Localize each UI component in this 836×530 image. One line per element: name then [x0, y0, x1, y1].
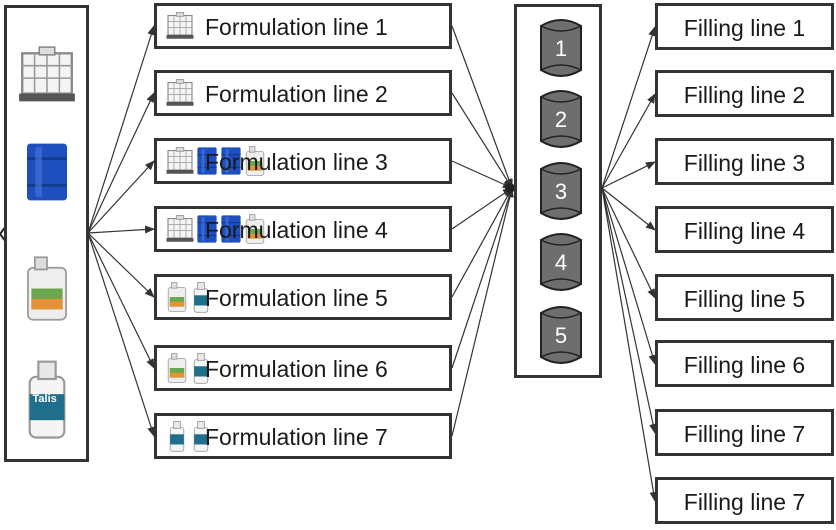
jerrycan-icon [21, 241, 73, 341]
tank-to-filling-arrow [601, 93, 656, 189]
formulation-line-5[interactable]: Formulation line 5 [154, 274, 452, 320]
tank-to-filling-arrow [601, 187, 658, 502]
storage-tank-3: 3 [540, 162, 582, 220]
tank-to-filling-arrow [601, 161, 656, 189]
blue-drum-icon [22, 131, 72, 218]
storage-tank-panel: 1 2 3 4 5 [514, 4, 602, 378]
formulation-line-4[interactable]: Formulation line 4 [154, 206, 452, 252]
source-to-formulation-arrow [87, 25, 156, 234]
formulation-line-2[interactable]: Formulation line 2 [154, 70, 452, 116]
source-to-formulation-arrow [87, 232, 156, 437]
formulation-to-tank-arrow [451, 92, 513, 189]
formulation-line-icons [165, 280, 213, 314]
bottle-icon [21, 351, 73, 451]
source-container-panel: Talis [4, 5, 89, 462]
tank-number: 1 [555, 36, 567, 61]
formulation-line-label: Formulation line 2 [205, 81, 388, 107]
storage-tank-2: 2 [540, 90, 582, 148]
junction-dot [505, 183, 515, 193]
filling-line-3[interactable]: Filling line 3 [655, 138, 834, 185]
tank-to-filling-arrow [601, 187, 656, 299]
filling-line-2[interactable]: Filling line 2 [655, 70, 834, 117]
formulation-to-tank-arrow [451, 187, 513, 298]
filling-line-label: Filling line 2 [683, 82, 806, 108]
formulation-line-icons [165, 419, 213, 453]
formulation-line-label: Formulation line 6 [205, 356, 388, 382]
tank-number: 2 [555, 107, 567, 132]
tank-to-filling-arrow [601, 187, 657, 365]
formulation-to-tank-arrow [451, 160, 513, 189]
source-to-formulation-arrow [87, 92, 155, 234]
formulation-line-icons [165, 9, 195, 43]
storage-tank-4: 4 [540, 233, 582, 291]
source-to-formulation-arrow [87, 225, 155, 234]
filling-line-label: Filling line 7 [683, 421, 806, 447]
formulation-line-icons [165, 144, 267, 178]
source-to-formulation-arrow [87, 232, 155, 298]
formulation-line-label: Formulation line 5 [205, 285, 388, 311]
filling-line-4[interactable]: Filling line 4 [655, 206, 834, 253]
formulation-to-tank-arrow [451, 187, 513, 230]
tank-to-filling-arrow [601, 26, 656, 189]
formulation-line-icons [165, 351, 213, 385]
formulation-line-7[interactable]: Formulation line 7 [154, 413, 452, 459]
filling-line-label: Filling line 7 [683, 489, 806, 515]
tank-number: 4 [555, 250, 567, 275]
filling-line-label: Filling line 6 [683, 352, 806, 378]
source-to-formulation-arrow [87, 232, 155, 369]
formulation-line-1[interactable]: Formulation line 1 [154, 3, 452, 49]
filling-line-label: Filling line 3 [683, 150, 806, 176]
formulation-line-label: Formulation line 1 [205, 14, 388, 40]
formulation-line-label: Formulation line 7 [205, 424, 388, 450]
filling-line-7[interactable]: Filling line 7 [655, 409, 834, 456]
filling-line-5[interactable]: Filling line 5 [655, 274, 834, 321]
filling-line-8[interactable]: Filling line 7 [655, 477, 834, 524]
tank-to-filling-arrow [601, 187, 656, 231]
formulation-to-tank-arrow [451, 187, 513, 369]
filling-line-label: Filling line 5 [683, 286, 806, 312]
formulation-line-label: Formulation line 4 [205, 217, 388, 243]
formulation-line-icons [165, 212, 267, 246]
tank-number: 5 [555, 323, 567, 348]
bottle-label-text: Talis [32, 393, 57, 405]
tank-number: 3 [555, 179, 567, 204]
formulation-line-6[interactable]: Formulation line 6 [154, 345, 452, 391]
tank-to-filling-arrow [601, 187, 658, 434]
filling-line-label: Filling line 4 [683, 218, 806, 244]
filling-line-6[interactable]: Filling line 6 [655, 340, 834, 387]
storage-tank-1: 1 [540, 19, 582, 77]
storage-tank-5: 5 [540, 306, 582, 364]
formulation-line-label: Formulation line 3 [205, 149, 388, 175]
formulation-line-icons [165, 76, 195, 110]
filling-line-1[interactable]: Filling line 1 [655, 3, 834, 50]
source-to-formulation-arrow [87, 160, 155, 234]
ibc-container-icon [16, 41, 78, 114]
filling-line-label: Filling line 1 [683, 15, 806, 41]
formulation-line-3[interactable]: Formulation line 3 [154, 138, 452, 184]
formulation-to-tank-arrow [451, 187, 514, 437]
formulation-to-tank-arrow [451, 25, 513, 189]
